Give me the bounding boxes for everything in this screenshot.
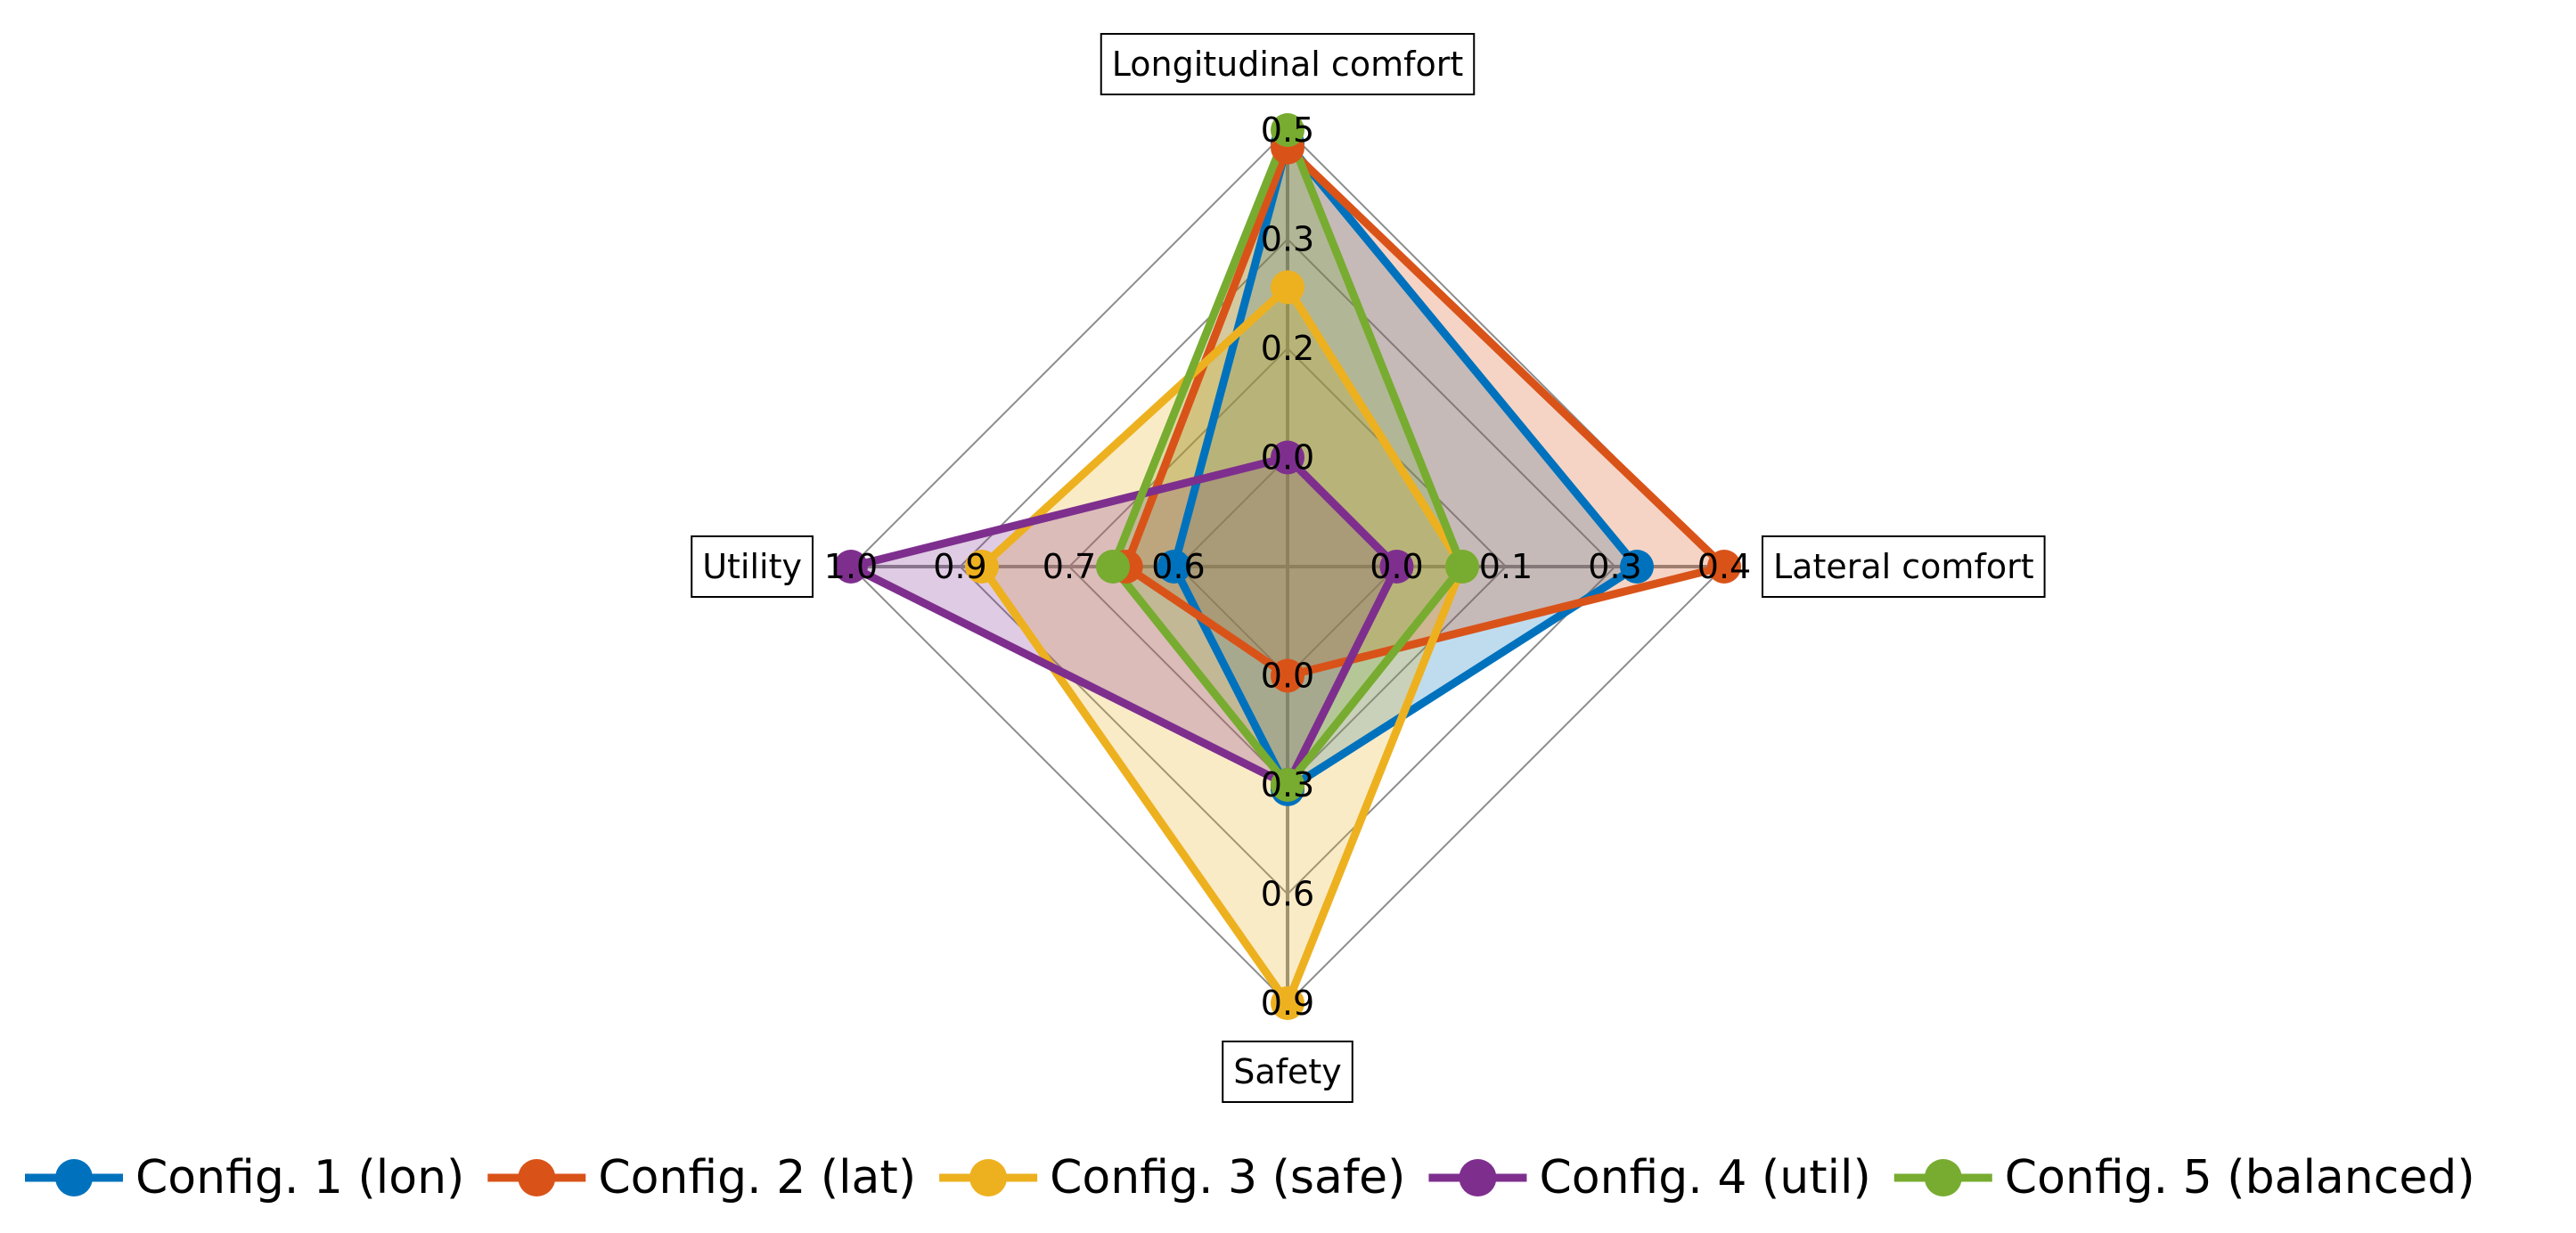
tick-label-longitudinal-comfort-2: 0.2 xyxy=(1261,329,1314,368)
legend-swatch-marker xyxy=(1924,1159,1962,1196)
series-5-point-4 xyxy=(1096,550,1130,584)
axis-label-text: Utility xyxy=(702,547,802,586)
legend-label: Config. 1 (lon) xyxy=(135,1151,464,1204)
tick-label-longitudinal-comfort-4: 0.5 xyxy=(1261,110,1314,150)
tick-label-lateral-comfort-2: 0.1 xyxy=(1479,547,1533,586)
axis-label-utility: Utility xyxy=(691,535,814,598)
series-1-point-2 xyxy=(1620,550,1654,584)
axis-label-lateral-comfort: Lateral comfort xyxy=(1762,535,2046,598)
series-3-point-3 xyxy=(1271,986,1304,1020)
series-2-point-2 xyxy=(1707,550,1741,584)
series-3-point-4 xyxy=(965,550,999,584)
series-2-point-3 xyxy=(1271,658,1304,693)
series-4-point-2 xyxy=(1379,550,1414,584)
tick-label-lateral-comfort-3: 0.3 xyxy=(1588,547,1641,586)
tick-label-safety-1: 0.0 xyxy=(1261,657,1314,696)
tick-label-utility-4: 1.0 xyxy=(824,547,878,586)
series-3-point-1 xyxy=(1271,270,1304,305)
series-5-point-3 xyxy=(1271,768,1304,802)
tick-label-lateral-comfort-4: 0.4 xyxy=(1697,547,1751,586)
legend-item-2: Config. 2 (lat) xyxy=(487,1151,916,1204)
tick-label-utility-2: 0.7 xyxy=(1043,547,1096,586)
legend-label: Config. 3 (safe) xyxy=(1050,1151,1405,1204)
legend-item-4: Config. 4 (util) xyxy=(1428,1151,1871,1204)
legend-label: Config. 2 (lat) xyxy=(598,1151,916,1204)
legend-item-1: Config. 1 (lon) xyxy=(25,1151,464,1204)
axis-label-box xyxy=(1100,33,1476,95)
axis-label-box xyxy=(1222,1041,1353,1103)
series-fill-1 xyxy=(1174,143,1637,789)
series-4-point-1 xyxy=(1271,440,1304,475)
tick-label-safety-2: 0.3 xyxy=(1261,765,1314,804)
legend-label: Config. 4 (util) xyxy=(1539,1151,1870,1204)
series-5-point-1 xyxy=(1271,113,1304,147)
tick-label-safety-4: 0.9 xyxy=(1261,984,1314,1023)
tick-label-longitudinal-comfort-1: 0.0 xyxy=(1261,438,1314,478)
legend-swatch-marker xyxy=(55,1159,93,1196)
tick-label-longitudinal-comfort-3: 0.3 xyxy=(1261,220,1314,259)
tick-labels: 0.0 0.2 0.3 0.5 0.0 0.1 0.3 0.4 0.0 0.3 0.6 0.9 0.6 0… xyxy=(824,110,1751,1023)
legend: Config. 1 (lon) Config. 2 (lat) Config. 3 … xyxy=(25,1151,2475,1204)
series-5-point-2 xyxy=(1445,550,1479,584)
tick-label-safety-3: 0.6 xyxy=(1261,875,1314,914)
axis-label-box xyxy=(1762,535,2046,598)
axis-label-text: Lateral comfort xyxy=(1773,547,2034,586)
legend-swatch-marker xyxy=(1459,1159,1497,1196)
tick-label-utility-1: 0.6 xyxy=(1151,547,1205,586)
series-1-point-4 xyxy=(1157,550,1191,584)
axis-label-box xyxy=(691,535,814,598)
legend-swatch-marker xyxy=(969,1159,1008,1196)
series-4-point-4 xyxy=(834,550,868,584)
series-fill-3 xyxy=(982,287,1462,1003)
tick-label-utility-3: 0.9 xyxy=(933,547,986,586)
legend-label: Config. 5 (balanced) xyxy=(2005,1151,2475,1204)
axis-label-longitudinal-comfort: Longitudinal comfort xyxy=(1100,33,1476,95)
legend-item-3: Config. 3 (safe) xyxy=(939,1151,1405,1204)
axis-label-safety: Safety xyxy=(1222,1041,1353,1103)
axis-label-text: Safety xyxy=(1233,1052,1342,1091)
tick-label-lateral-comfort-1: 0.0 xyxy=(1370,547,1423,586)
series-fill-4 xyxy=(851,457,1397,785)
series-markers xyxy=(834,113,1741,1020)
legend-swatch-marker xyxy=(518,1159,556,1196)
legend-item-5: Config. 5 (balanced) xyxy=(1893,1151,2475,1204)
axis-label-text: Longitudinal comfort xyxy=(1112,45,1464,84)
